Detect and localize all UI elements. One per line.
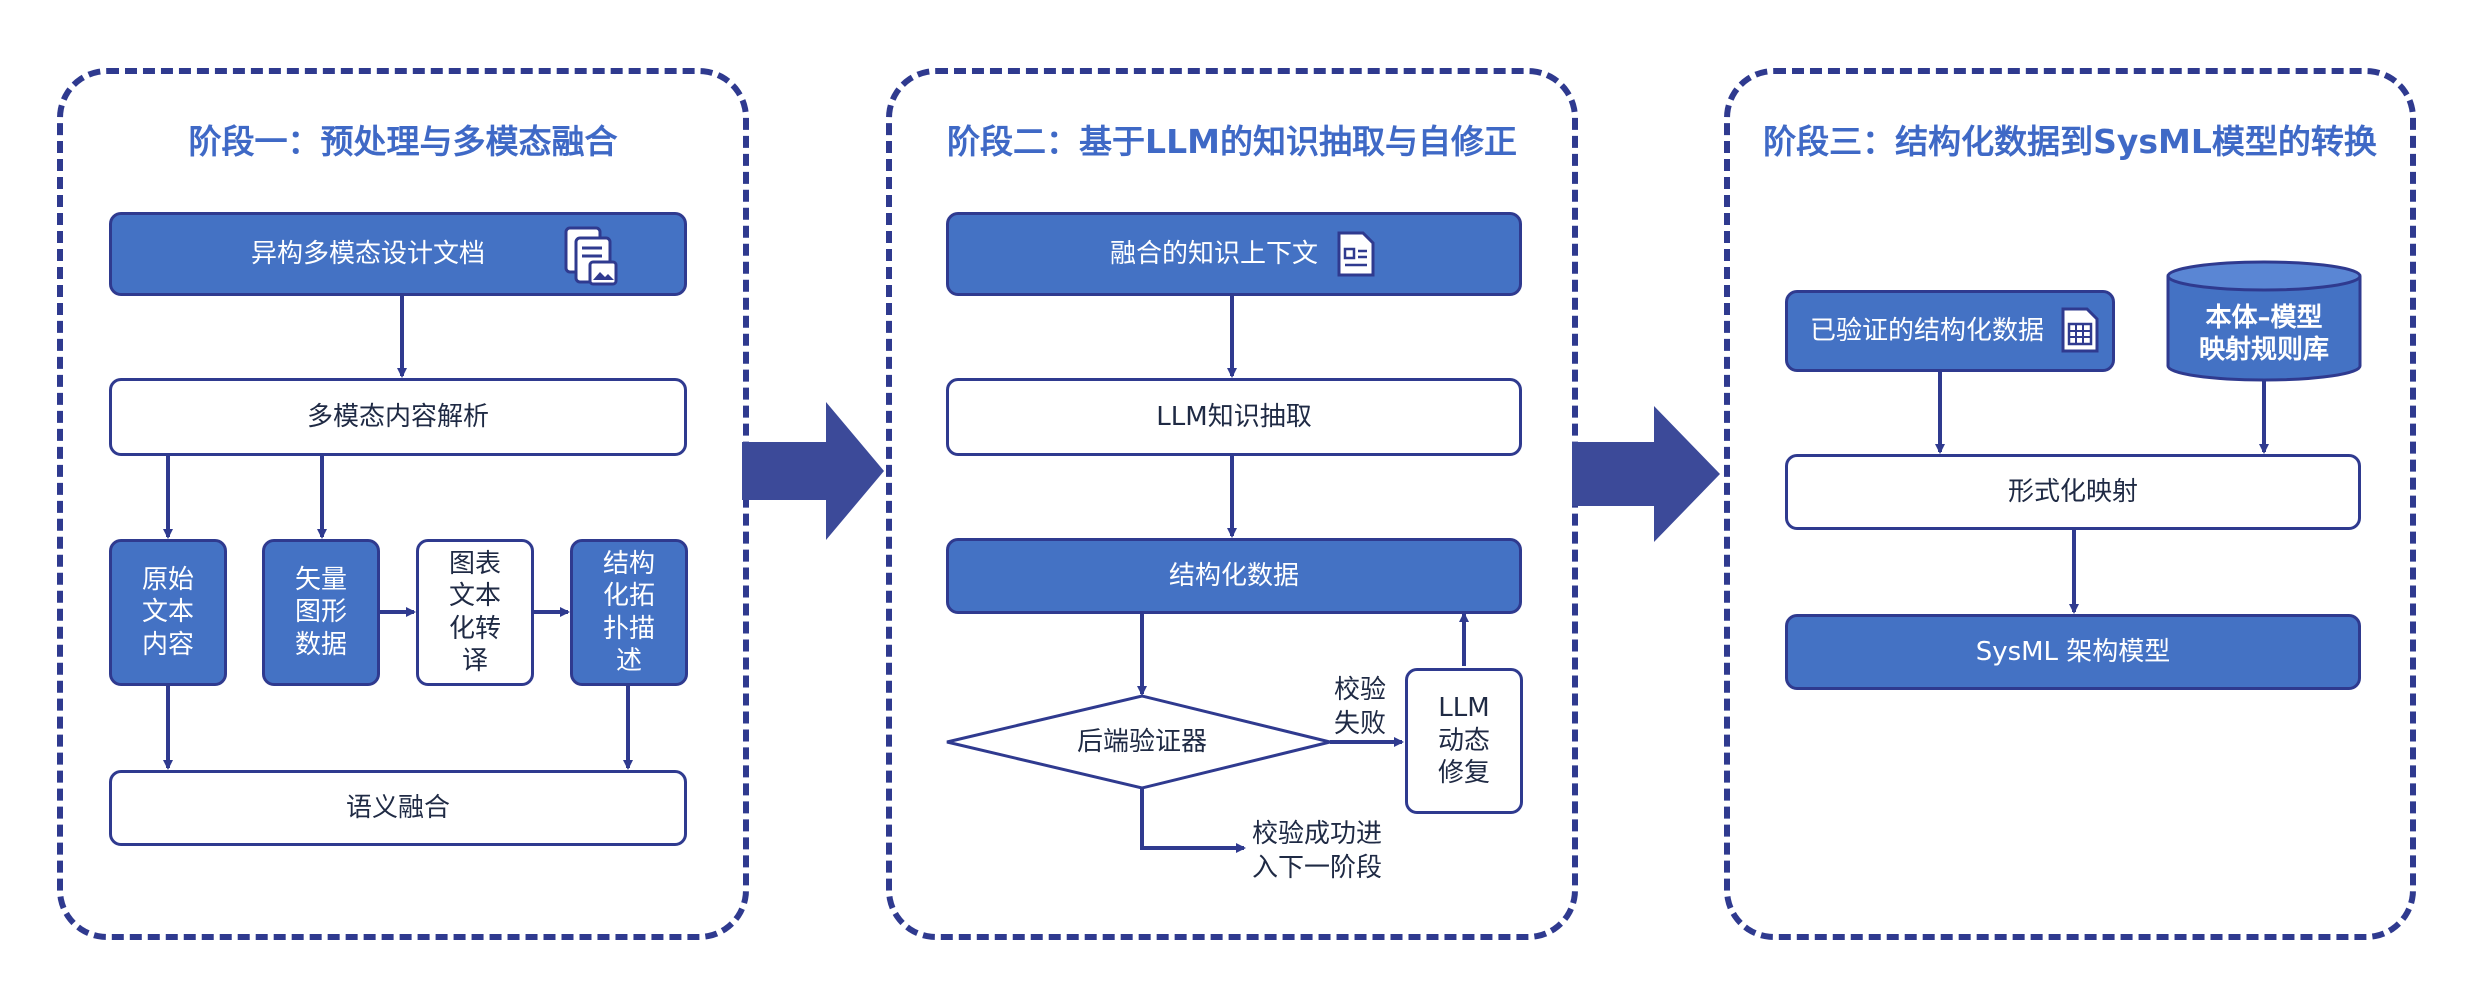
topology-desc-box[interactable]: 结构 化拓 扑描 述 (570, 539, 688, 686)
llm-repair-label: LLM 动态 修复 (1437, 693, 1490, 789)
sysml-model-label: SysML 架构模型 (1975, 636, 2171, 667)
stage1-to-stage2-arrow (742, 402, 884, 540)
hetero-doc-label: 异构多模态设计文档 (250, 238, 485, 269)
mapping-rules-db[interactable]: 本体–模型 映射规则库 (2168, 292, 2360, 376)
chart-to-text-label: 图表 文本 化转 译 (448, 548, 501, 677)
stage1-panel (57, 68, 749, 940)
stage3-panel (1724, 68, 2416, 940)
backend-validator[interactable]: 后端验证器 (1030, 712, 1254, 772)
verified-data-label: 已验证的结构化数据 (1809, 315, 2044, 346)
rules-db-cylinder (2166, 260, 2362, 382)
raw-text-label: 原始 文本 内容 (141, 564, 194, 660)
document-image-icon (564, 226, 618, 286)
multimodal-parse-label: 多模态内容解析 (306, 401, 489, 432)
multimodal-parse-box[interactable]: 多模态内容解析 (109, 378, 687, 456)
vector-data-box[interactable]: 矢量 图形 数据 (262, 539, 380, 686)
structured-data-label: 结构化数据 (1168, 560, 1299, 591)
document-icon (1337, 231, 1375, 277)
mapping-rules-label: 本体–模型 映射规则库 (2198, 302, 2329, 366)
fused-context-box[interactable]: 融合的知识上下文 (946, 212, 1522, 296)
formal-mapping-box[interactable]: 形式化映射 (1785, 454, 2361, 530)
verified-data-box[interactable]: 已验证的结构化数据 (1785, 290, 2115, 372)
llm-extract-box[interactable]: LLM知识抽取 (946, 378, 1522, 456)
validator-diamond (946, 694, 1331, 790)
chart-to-text-box[interactable]: 图表 文本 化转 译 (416, 539, 534, 686)
semantic-fusion-box[interactable]: 语义融合 (109, 770, 687, 846)
backend-validator-label: 后端验证器 (1076, 726, 1207, 757)
structured-data-box[interactable]: 结构化数据 (946, 538, 1522, 614)
stage2-to-stage3-arrow (1572, 406, 1720, 542)
arrow-validator-success (1140, 788, 1246, 853)
stage3-title: 阶段三：结构化数据到SysML模型的转换 (1763, 122, 2377, 161)
sysml-model-box[interactable]: SysML 架构模型 (1785, 614, 2361, 690)
spreadsheet-document-icon (2061, 307, 2099, 353)
stage2-title: 阶段二：基于LLM的知识抽取与自修正 (947, 122, 1517, 161)
llm-repair-box[interactable]: LLM 动态 修复 (1405, 668, 1523, 814)
semantic-fusion-label: 语义融合 (345, 792, 450, 823)
vector-data-label: 矢量 图形 数据 (294, 564, 347, 660)
raw-text-box[interactable]: 原始 文本 内容 (109, 539, 227, 686)
formal-mapping-label: 形式化映射 (2007, 476, 2138, 507)
fused-context-label: 融合的知识上下文 (1109, 238, 1318, 269)
validation-success-label: 校验成功进 入下一阶段 (1252, 819, 1383, 883)
validation-fail-label: 校验 失败 (1334, 675, 1387, 739)
topology-desc-label: 结构 化拓 扑描 述 (602, 548, 655, 677)
stage1-title: 阶段一：预处理与多模态融合 (188, 122, 618, 161)
llm-extract-label: LLM知识抽取 (1156, 401, 1312, 432)
